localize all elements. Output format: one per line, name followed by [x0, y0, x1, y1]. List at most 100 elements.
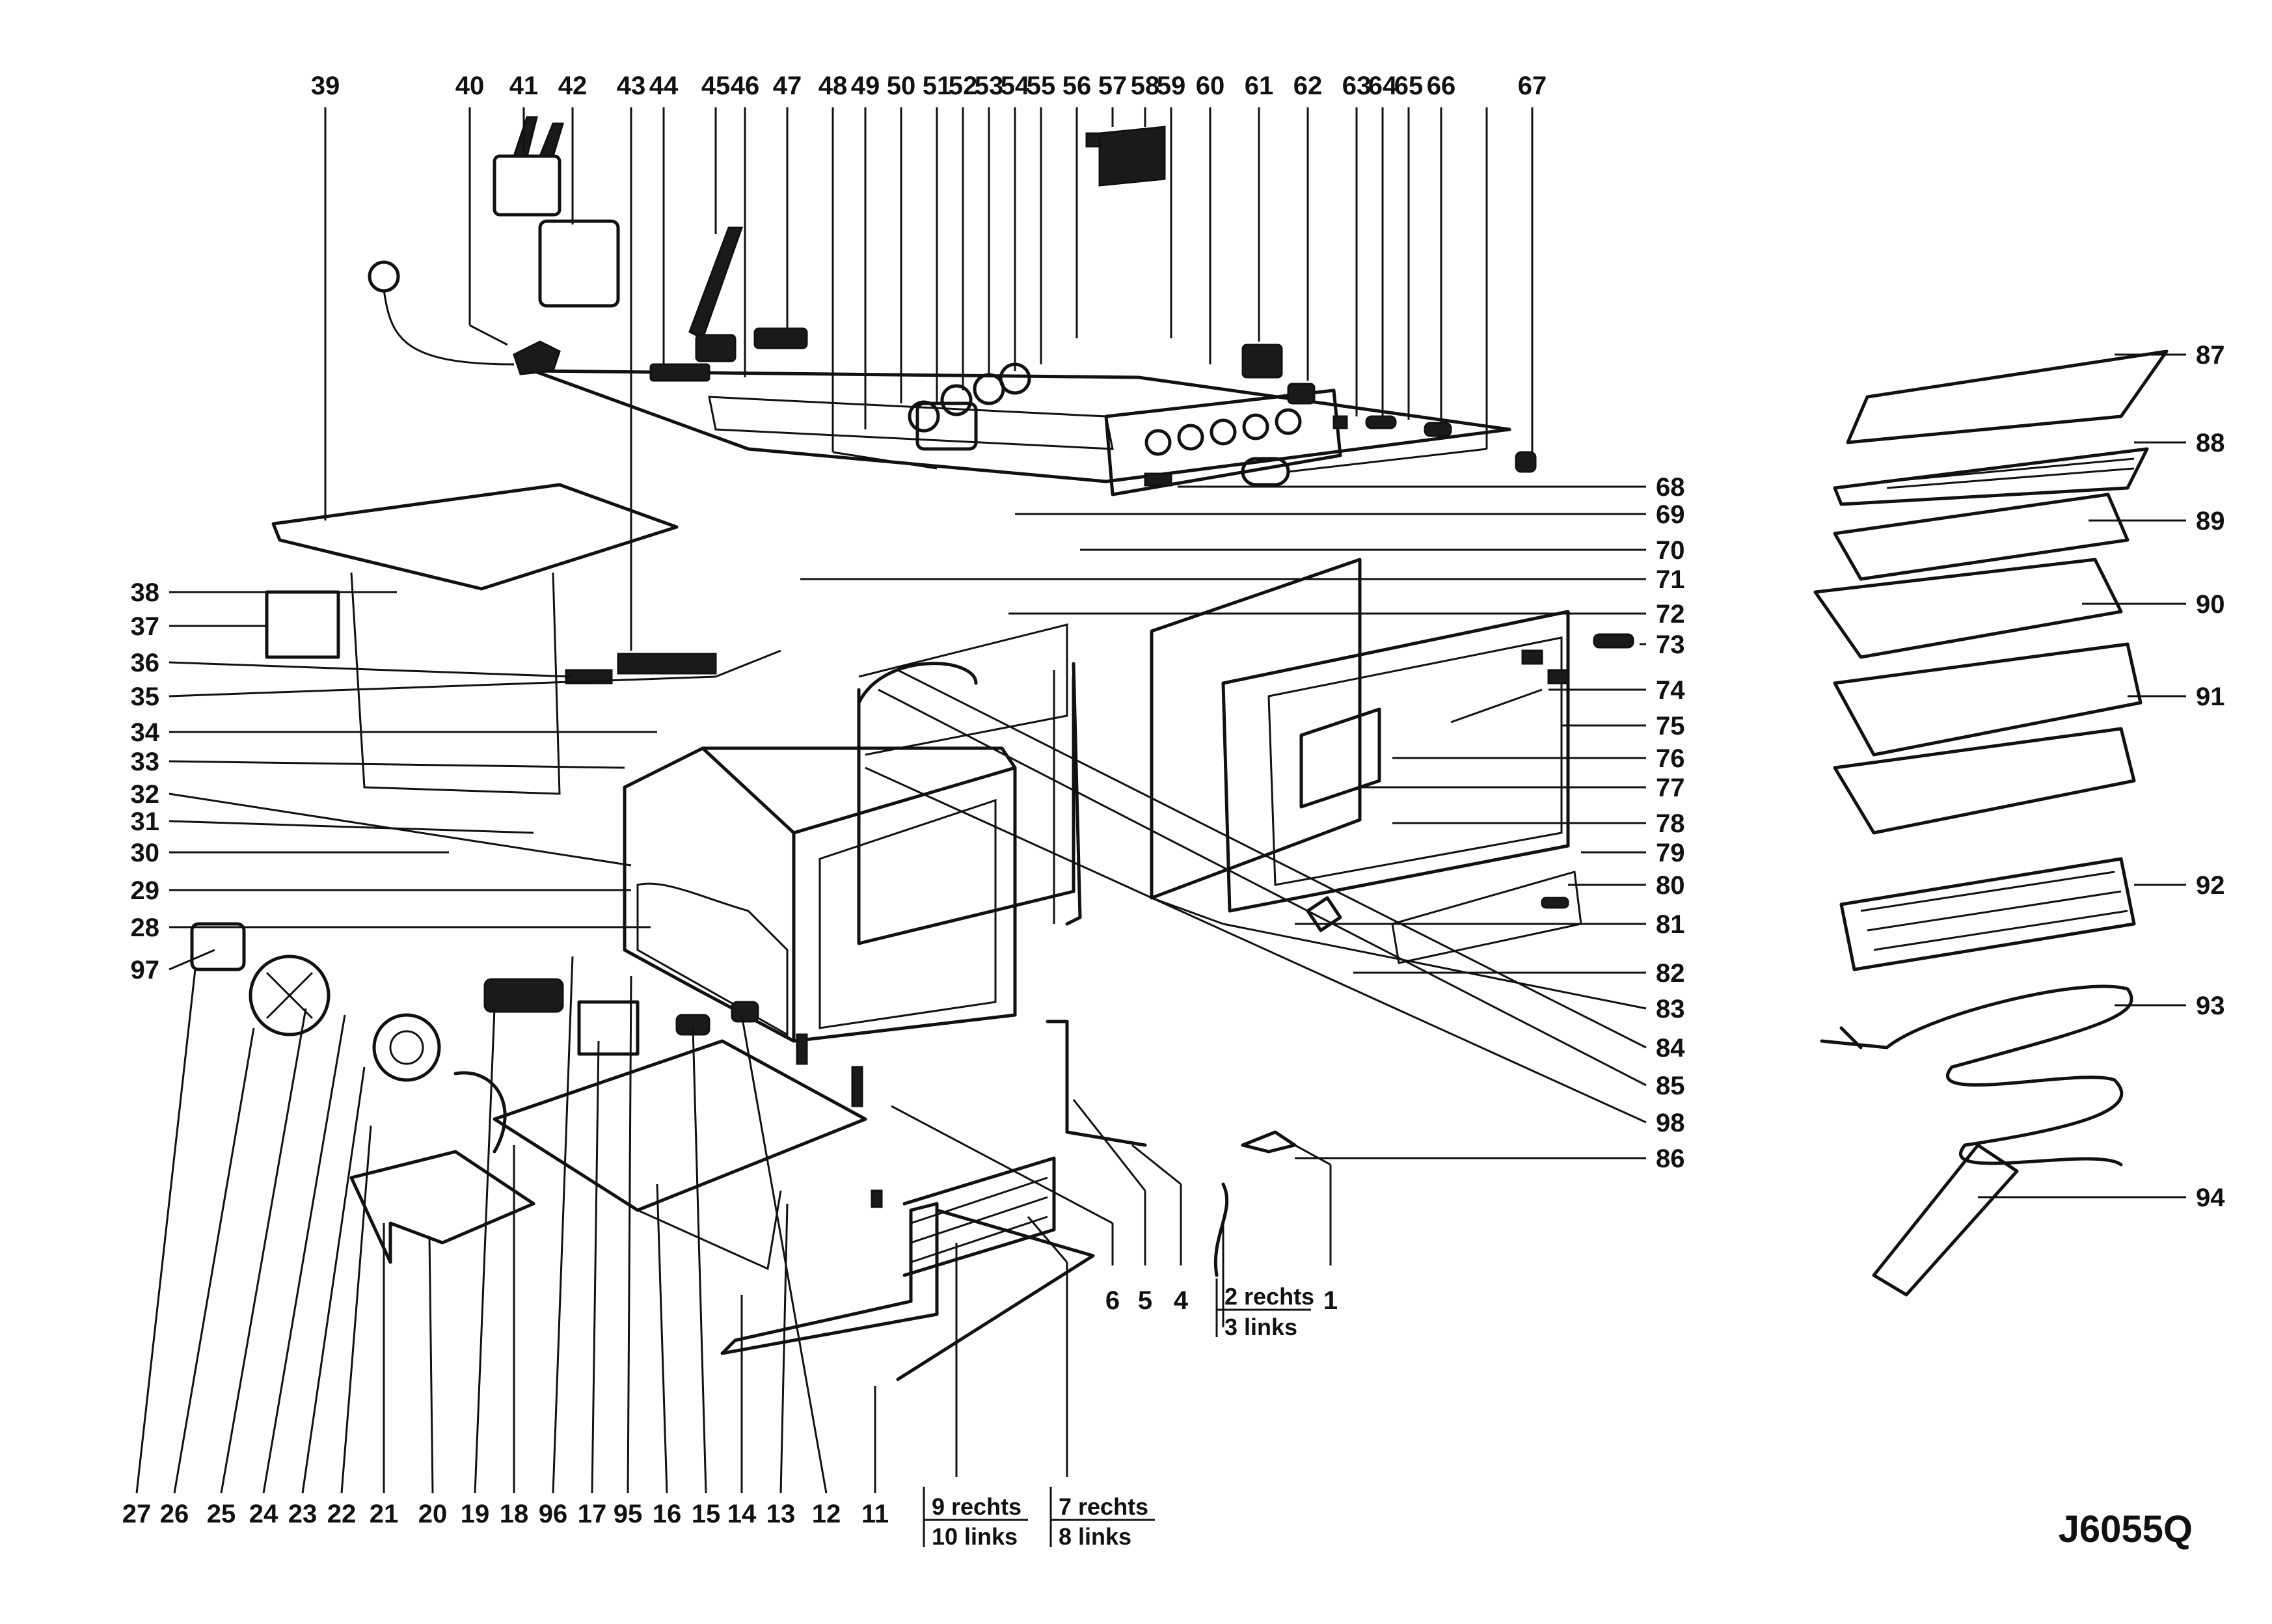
fan-motor: [190, 922, 246, 971]
callout-42: 42: [558, 72, 588, 100]
note-9-10: 9 rechts 10 links: [923, 1487, 1028, 1550]
callout-17: 17: [578, 1500, 607, 1528]
callout-16: 16: [653, 1500, 682, 1528]
callout-72: 72: [1656, 600, 1685, 629]
callout-57: 57: [1098, 72, 1128, 100]
callout-46: 46: [731, 72, 760, 100]
element-bracket-94: [1872, 1143, 2019, 1297]
control-knobs: [1144, 408, 1302, 456]
thermostat-part: [513, 340, 561, 375]
note-7-8: 7 rechts 8 links: [1049, 1487, 1155, 1550]
tray-90: [1813, 558, 2123, 659]
callout-82: 82: [1656, 959, 1685, 988]
callout-71: 71: [1656, 565, 1685, 594]
callout-58: 58: [1131, 72, 1160, 100]
callout-90: 90: [2196, 590, 2225, 619]
callout-21: 21: [370, 1500, 399, 1528]
callout-20: 20: [418, 1500, 448, 1528]
callout-48: 48: [818, 72, 848, 100]
leader-lines: [135, 107, 2186, 1494]
callout-85: 85: [1656, 1072, 1685, 1100]
callout-30: 30: [131, 839, 160, 867]
callout-55: 55: [1027, 72, 1056, 100]
terminal-strip: [617, 653, 717, 675]
callout-15: 15: [692, 1500, 721, 1528]
callout-65: 65: [1394, 72, 1424, 100]
part-illustrations: [190, 116, 2169, 1381]
callout-52: 52: [949, 72, 978, 100]
note-10-links: 10 links: [932, 1523, 1018, 1550]
heating-element-93: [1885, 984, 2133, 1167]
callout-98: 98: [1656, 1109, 1685, 1137]
callout-79: 79: [1656, 839, 1685, 867]
callout-14: 14: [727, 1500, 757, 1528]
callout-60: 60: [1196, 72, 1225, 100]
callout-53: 53: [975, 72, 1004, 100]
tray-91: [1833, 642, 2143, 757]
callout-40: 40: [455, 72, 485, 100]
note-3-links: 3 links: [1224, 1314, 1297, 1340]
timer-module: [538, 219, 620, 308]
callout-84: 84: [1656, 1034, 1685, 1062]
callout-1: 1: [1323, 1286, 1338, 1315]
callout-39: 39: [311, 72, 340, 100]
callout-78: 78: [1656, 809, 1685, 838]
callout-50: 50: [887, 72, 916, 100]
callout-61: 61: [1245, 72, 1274, 100]
switch-part: [483, 978, 564, 1013]
callout-41: 41: [509, 72, 539, 100]
drawing-code: J6055Q: [2059, 1508, 2193, 1550]
door-seal-part: [857, 662, 978, 705]
callout-97: 97: [131, 956, 160, 984]
callout-26: 26: [160, 1500, 189, 1528]
callout-23: 23: [288, 1500, 318, 1528]
fan-wheel: [249, 954, 331, 1036]
fascia-panel: [1104, 388, 1342, 496]
socket-part: [1241, 344, 1283, 379]
callout-91: 91: [2196, 683, 2225, 711]
note-2-rechts: 2 rechts: [1224, 1283, 1314, 1310]
callout-labels: 39 40 41 42 43 44 45 46 47 48 49 50 51 5…: [122, 72, 2225, 1550]
callout-44: 44: [649, 72, 679, 100]
shelf-runner-rack: [720, 1202, 939, 1355]
note-8-links: 8 links: [1059, 1523, 1131, 1550]
callout-31: 31: [131, 807, 160, 836]
callout-94: 94: [2196, 1184, 2225, 1212]
callout-43: 43: [617, 72, 646, 100]
callout-33: 33: [131, 748, 160, 776]
callout-25: 25: [207, 1500, 236, 1528]
callout-75: 75: [1656, 712, 1685, 740]
callout-12: 12: [812, 1500, 841, 1528]
callout-54: 54: [1001, 72, 1030, 100]
callout-22: 22: [327, 1500, 357, 1528]
side-bracket: [265, 590, 340, 659]
callout-32: 32: [131, 780, 160, 809]
oven-door-outer: [1150, 558, 1362, 900]
callout-77: 77: [1656, 774, 1685, 802]
callout-24: 24: [249, 1500, 278, 1528]
tray-89: [1833, 493, 2130, 581]
callout-19: 19: [461, 1500, 490, 1528]
callout-69: 69: [1656, 500, 1685, 529]
callout-11: 11: [861, 1500, 889, 1528]
control-panel-frame: [532, 369, 1511, 483]
callout-89: 89: [2196, 507, 2225, 535]
callout-70: 70: [1656, 536, 1685, 565]
note-2-3: 2 rechts 3 links: [1215, 1279, 1314, 1340]
callout-49: 49: [851, 72, 880, 100]
callout-38: 38: [131, 578, 160, 607]
door-glass: [1299, 707, 1381, 809]
callout-4: 4: [1174, 1286, 1189, 1315]
callout-86: 86: [1656, 1144, 1685, 1173]
callout-34: 34: [131, 718, 160, 747]
callout-80: 80: [1656, 871, 1685, 900]
callout-27: 27: [122, 1500, 152, 1528]
callout-47: 47: [773, 72, 802, 100]
side-rail: [1046, 1020, 1147, 1147]
clock-part: [1098, 126, 1166, 187]
callout-37: 37: [131, 612, 160, 641]
note-7-rechts: 7 rechts: [1059, 1493, 1148, 1520]
callout-93: 93: [2196, 992, 2225, 1020]
callout-81: 81: [1656, 910, 1685, 939]
